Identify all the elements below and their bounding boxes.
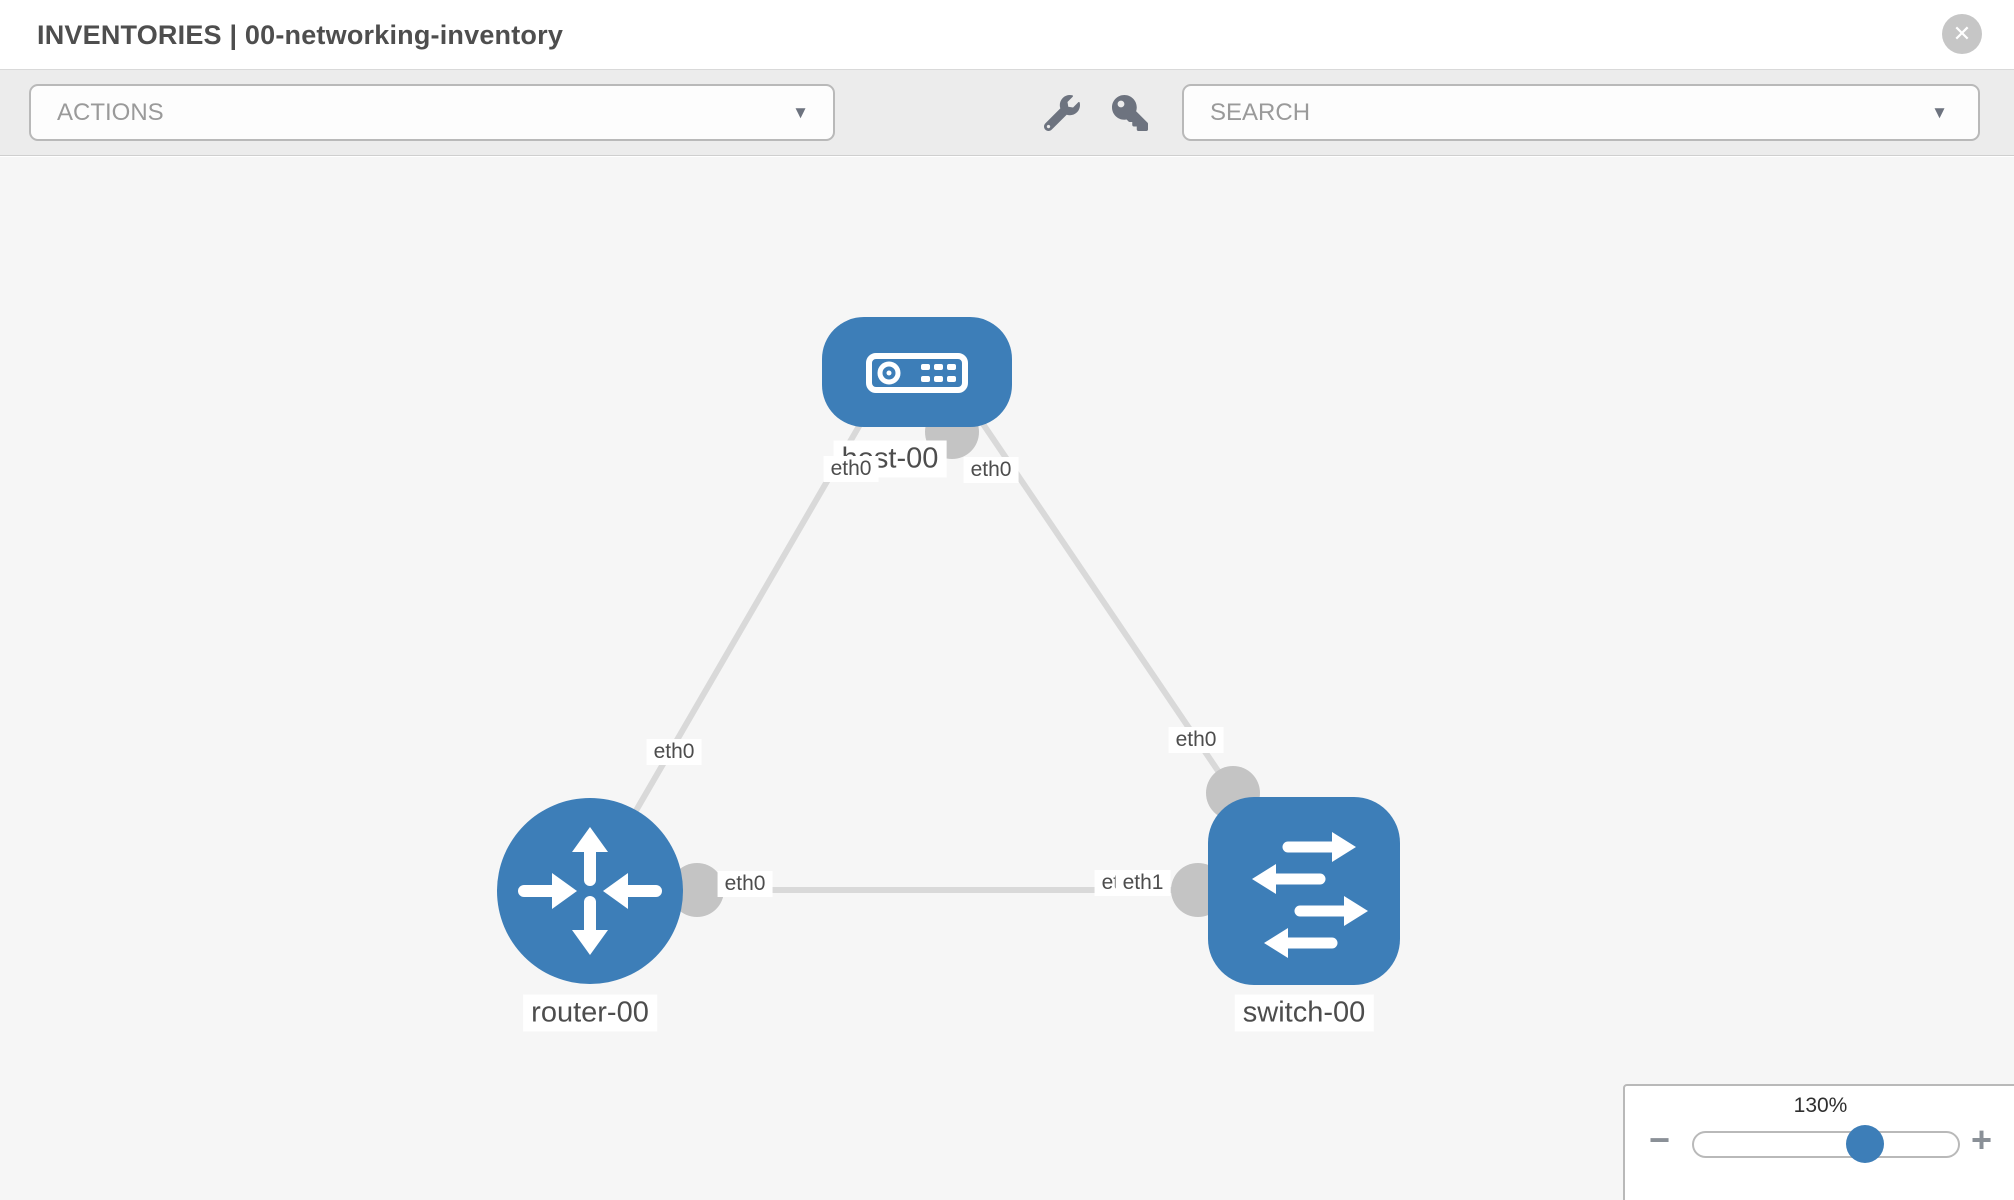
iface-label-host-router-host-end: eth0: [823, 456, 879, 482]
node-label-switch: switch-00: [1234, 994, 1374, 1032]
wrench-icon: [1043, 95, 1080, 132]
close-button[interactable]: ✕: [1942, 14, 1982, 54]
zoom-control-panel: 130% − +: [1623, 1084, 2014, 1200]
chevron-down-icon: ▼: [1931, 103, 1948, 122]
node-router-00[interactable]: [497, 798, 683, 984]
search-dropdown[interactable]: SEARCH ▼: [1182, 84, 1980, 141]
credentials-button[interactable]: [1112, 95, 1148, 131]
node-host-00[interactable]: [822, 317, 1012, 427]
zoom-slider-track[interactable]: [1692, 1131, 1960, 1158]
window-header: INVENTORIES | 00-networking-inventory ✕: [0, 0, 2014, 70]
node-label-router: router-00: [523, 994, 657, 1032]
actions-dropdown-label: ACTIONS: [57, 99, 164, 126]
zoom-level-value: 130%: [1793, 1094, 1848, 1117]
node-switch-00[interactable]: [1208, 797, 1400, 985]
host-icon: [866, 353, 968, 393]
zoom-in-button[interactable]: +: [1971, 1119, 1993, 1160]
links-layer: [587, 388, 1260, 917]
router-icon: [518, 827, 662, 955]
configure-button[interactable]: [1043, 95, 1080, 132]
page-title: INVENTORIES | 00-networking-inventory: [37, 20, 564, 50]
switch-icon: [1252, 832, 1368, 958]
port-router-right: [670, 863, 724, 917]
close-icon: ✕: [1952, 21, 1972, 46]
toolbar: ACTIONS ▼ SEARCH ▼: [0, 70, 2014, 156]
iface-label-host-switch-switch-end: eth0: [1168, 727, 1224, 753]
zoom-slider-thumb[interactable]: [1846, 1125, 1884, 1163]
chevron-down-icon: ▼: [792, 103, 809, 122]
iface-label-router-switch-router-end: eth0: [717, 871, 773, 897]
topology-canvas[interactable]: host-00 router-00 switch-00 eth0 eth0 et…: [0, 157, 2014, 1200]
key-icon: [1112, 95, 1148, 131]
iface-label-router-switch-switch-end: eth1: [1115, 870, 1171, 896]
actions-dropdown[interactable]: ACTIONS ▼: [29, 84, 835, 141]
search-dropdown-label: SEARCH: [1210, 99, 1311, 126]
zoom-out-button[interactable]: −: [1649, 1119, 1671, 1160]
iface-label-host-switch-host-end: eth0: [963, 457, 1019, 483]
iface-label-host-router-router-end: eth0: [646, 739, 702, 765]
